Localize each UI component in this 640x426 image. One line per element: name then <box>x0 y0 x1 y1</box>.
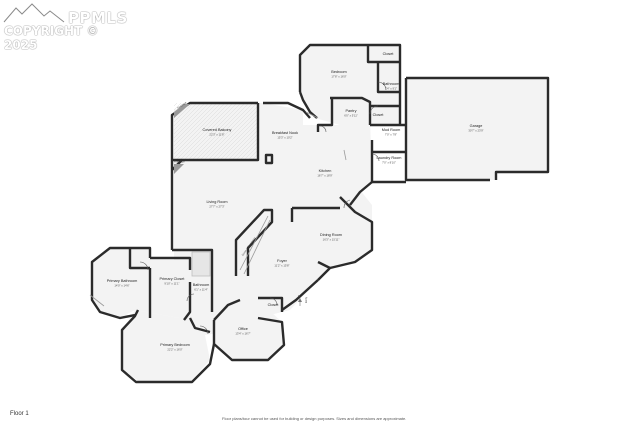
fireplace-upper-marker <box>174 104 190 118</box>
room-name: Primary Bedroom <box>160 343 190 347</box>
room-dims: 7'4" x 9'1" <box>385 87 397 91</box>
room-dims: 6'1" x 11'4" <box>194 288 208 292</box>
fireplace-lower-marker <box>174 164 184 174</box>
room-name: Closet <box>383 52 395 56</box>
compass-label: N <box>298 294 300 298</box>
mountain-logo-icon <box>2 2 65 24</box>
room-name: Kitchen <box>319 169 332 173</box>
room-name: Bathroom <box>193 283 209 287</box>
room-name: Bedroom <box>331 70 346 74</box>
room-dims: 7'0" x 7'8" <box>385 133 397 137</box>
room-name: Breakfast Nook <box>272 131 298 135</box>
room-name: Laundry Room <box>377 156 402 160</box>
room-name: Living Room <box>206 200 227 204</box>
room-dims: 14'0" x 14'6" <box>114 284 129 288</box>
room-name: Primary Bathroom <box>107 279 138 283</box>
balcony-hatch <box>174 103 257 160</box>
room-dims: 9'10" x 11'1" <box>164 282 179 286</box>
room-dims: 15'3" x 10'2" <box>277 136 292 140</box>
fireplace-tag: Fireplace <box>176 100 187 110</box>
room-dims: 17'8" x 16'0" <box>331 75 346 79</box>
disclaimer-text: Floor plans/tour cannot be used for buil… <box>222 416 407 421</box>
brand-logo-text: PPMLS <box>68 9 128 27</box>
entry-tag: Entry <box>304 296 308 303</box>
room-name: Closet <box>373 113 385 117</box>
room-name: Pantry <box>346 109 357 113</box>
room-dims: 22'3" x 11'8" <box>209 133 224 137</box>
room-name: Dining Room <box>320 233 342 237</box>
room-name: Garage <box>470 124 483 128</box>
room-name: Primary Closet <box>160 277 186 281</box>
room-name: Closet <box>268 303 280 307</box>
fireplace-tag: Fireplace <box>174 160 185 164</box>
room-name: Bathroom <box>383 82 399 86</box>
room-dims: 16'3" x 15'11" <box>323 238 340 242</box>
room-dims: 22'2" x 16'0" <box>167 348 182 352</box>
room-name: Covered Balcony <box>203 128 232 132</box>
watermark: PPMLS COPYRIGHT © 2025 <box>2 2 132 52</box>
room-dims: 30'7" x 23'9" <box>468 129 483 133</box>
room-dims: 16'7" x 18'9" <box>317 174 332 178</box>
room-dims: 27'7" x 27'3" <box>209 205 224 209</box>
room-dims: 6'0" x 5'11" <box>344 114 358 118</box>
room-dims: 7'0" x 8'10" <box>382 161 396 165</box>
room-labels: Closet Bedroom 17'8" x 16'0" Bathroom 7'… <box>107 52 484 352</box>
room-dims: 11'2" x 15'8" <box>274 264 289 268</box>
compass-icon <box>298 298 302 306</box>
door-swings <box>139 81 387 335</box>
floor-label: Floor 1 <box>10 411 29 417</box>
room-name: Foyer <box>277 259 287 263</box>
copyright-text: COPYRIGHT © 2025 <box>4 24 99 52</box>
room-dims: 13'4" x 16'7" <box>235 332 250 336</box>
floor-fill <box>92 45 548 382</box>
room-name: Office <box>238 327 248 331</box>
interior-details <box>89 111 347 307</box>
room-name: Mud Room <box>382 128 401 132</box>
